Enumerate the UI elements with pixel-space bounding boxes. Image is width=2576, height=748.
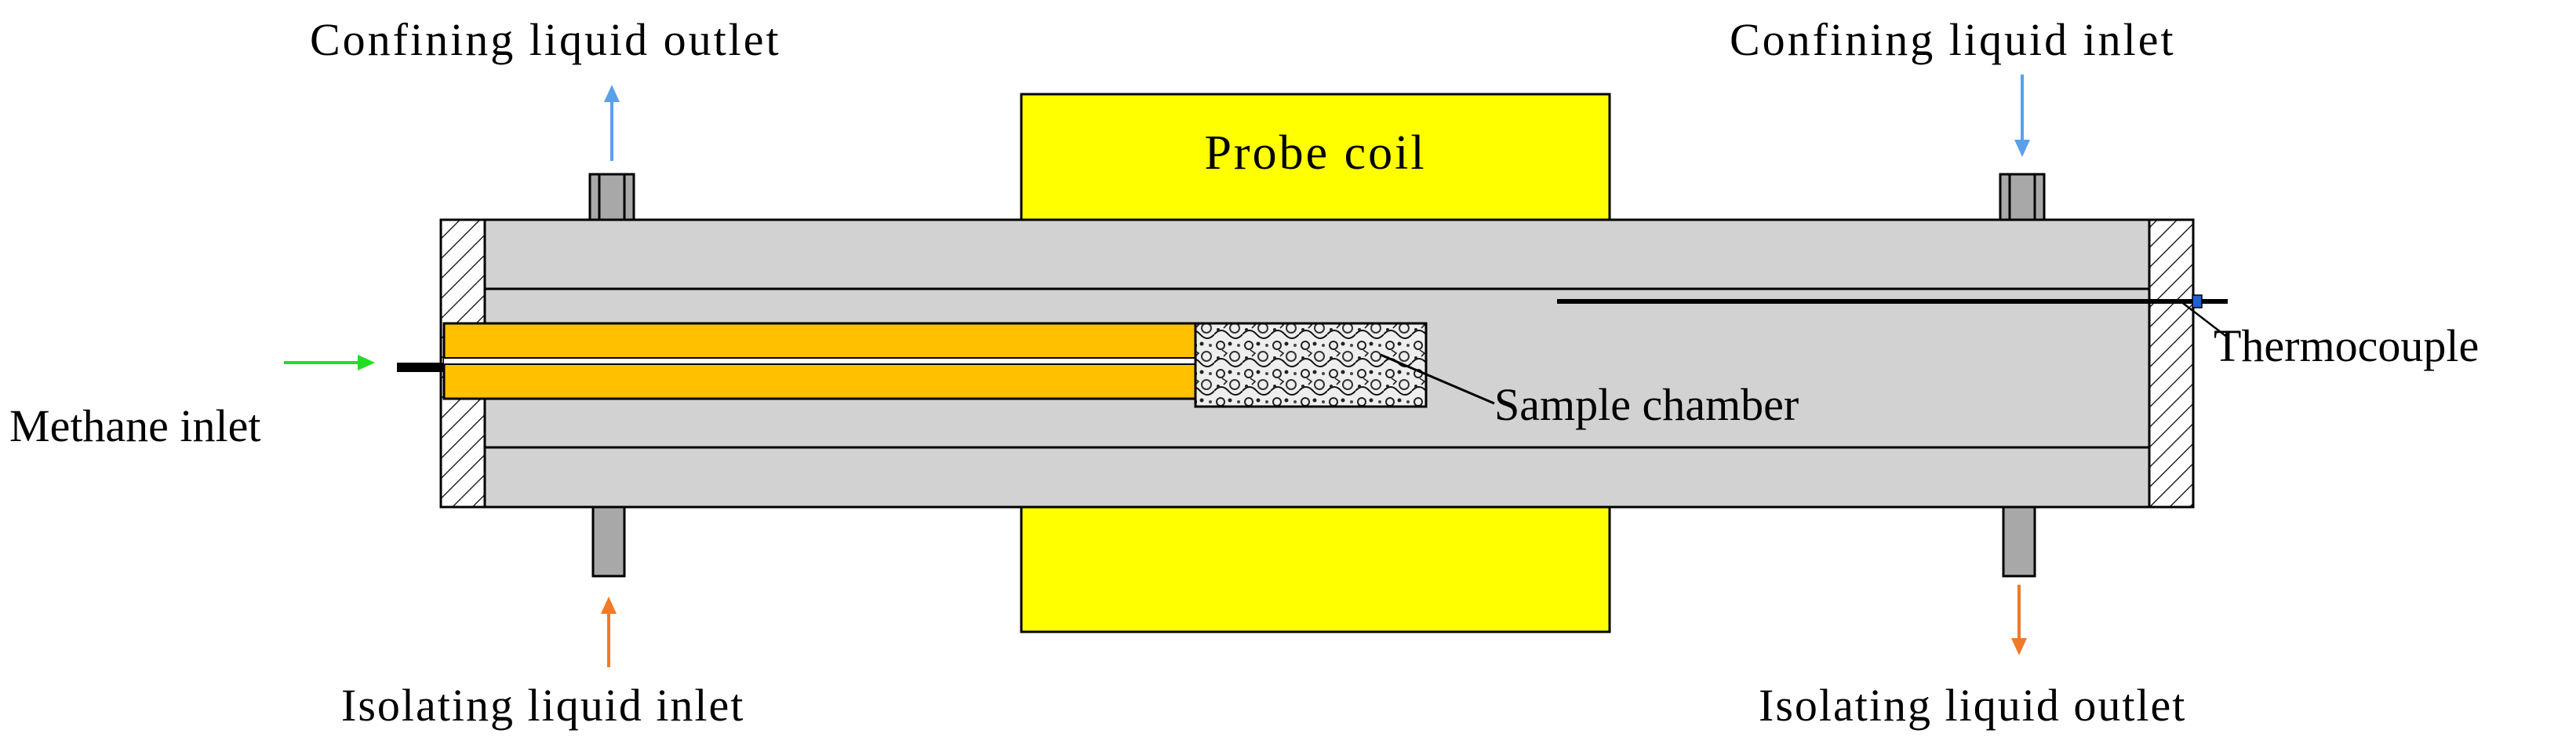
confining-outlet-label: Confining liquid outlet <box>310 14 781 65</box>
probe-coil-label: Probe coil <box>1204 126 1426 180</box>
probe-coil-bottom <box>1020 505 1611 633</box>
methane-inlet-label: Methane inlet <box>9 400 261 451</box>
probe-coil-top <box>1020 93 1611 221</box>
sample-chamber <box>1194 322 1428 408</box>
isolating-outlet-arrow <box>2011 585 2027 655</box>
isolating-outlet-label: Isolating liquid outlet <box>1759 680 2186 731</box>
thermocouple-label: Thermocouple <box>2214 320 2479 371</box>
isolating-outlet-port <box>2002 505 2036 578</box>
confining-outlet-arrow <box>604 85 620 161</box>
isolating-inlet-port <box>591 505 626 578</box>
confining-inlet-label: Confining liquid inlet <box>1730 14 2176 65</box>
isolating-inlet-arrow <box>601 597 617 667</box>
thermocouple-leader <box>2180 301 2229 338</box>
sample-chamber-label: Sample chamber <box>1494 379 1799 430</box>
right-end-cap <box>2148 218 2195 509</box>
thermocouple-tip <box>2192 294 2203 308</box>
sample-chamber-leader <box>1380 353 1495 405</box>
methane-inlet-arrow <box>284 355 375 370</box>
isolating-inlet-label: Isolating liquid inlet <box>341 680 744 731</box>
confining-inlet-arrow <box>2014 75 2030 157</box>
